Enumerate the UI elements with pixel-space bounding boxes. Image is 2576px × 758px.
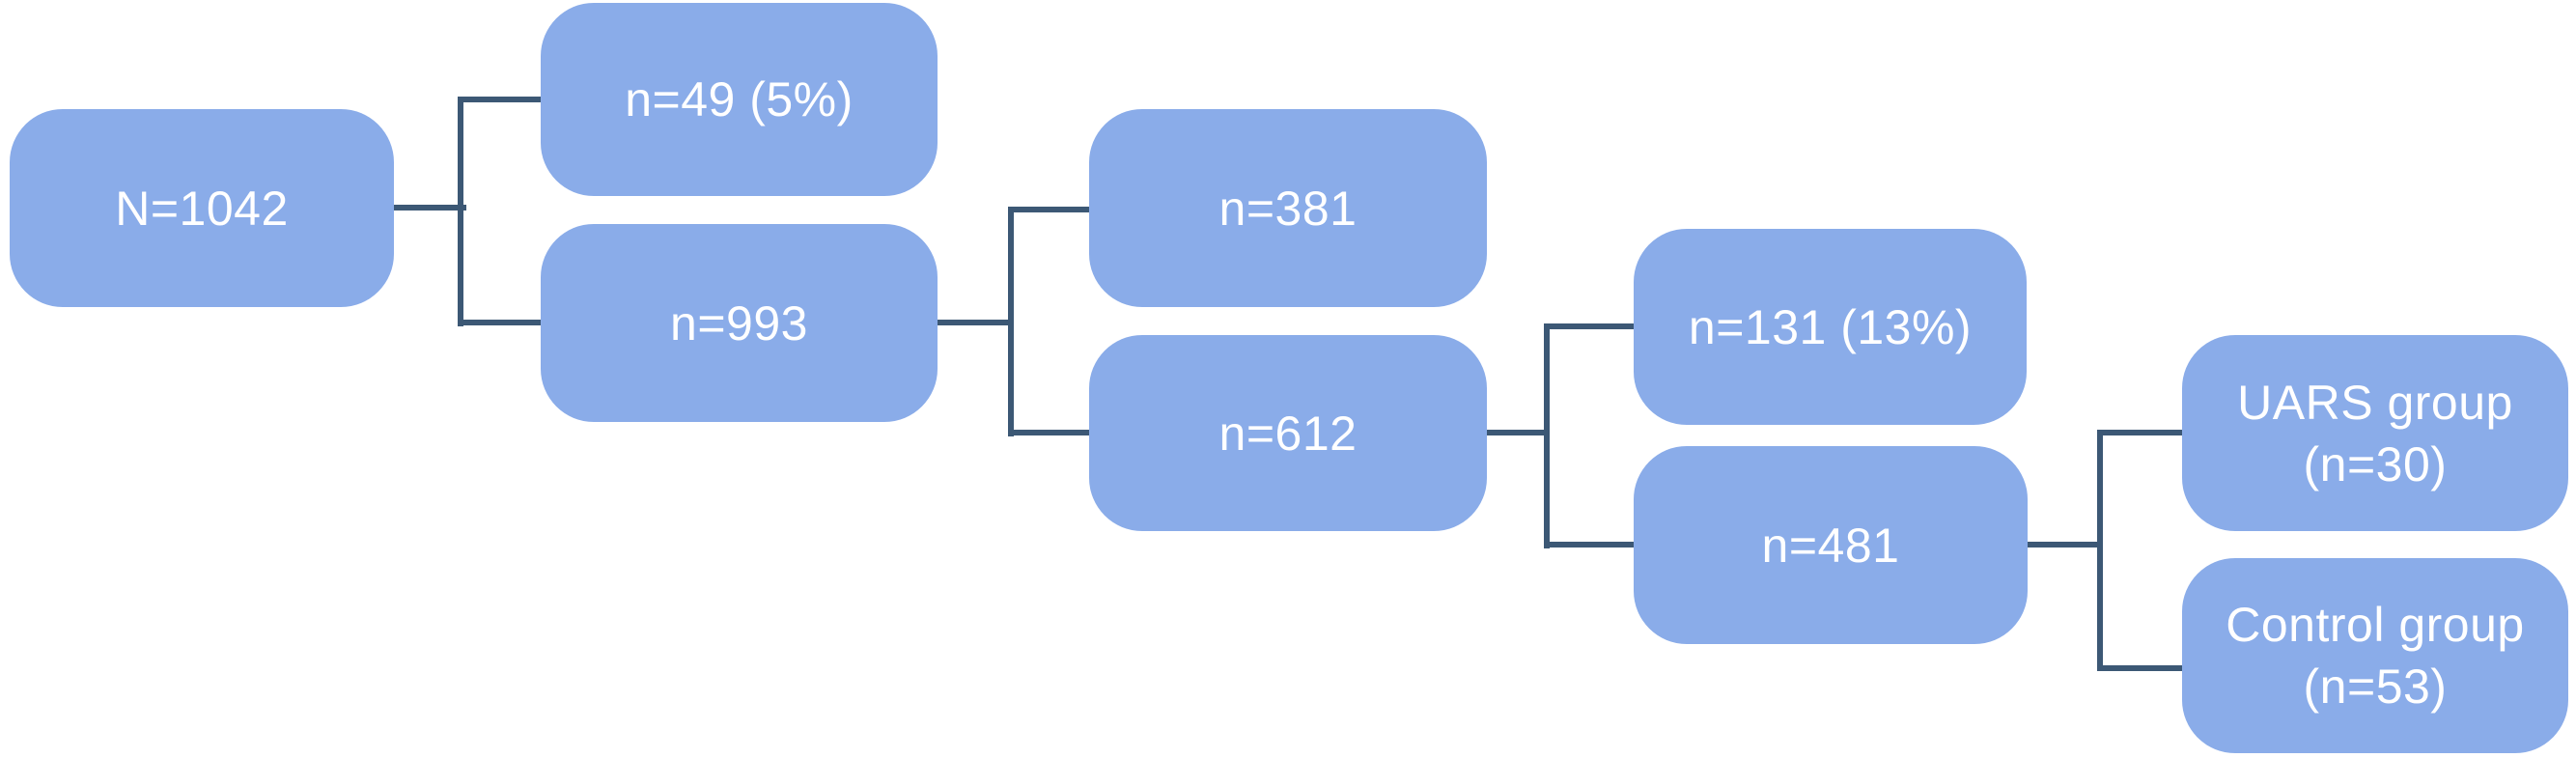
connector-segment: [1008, 207, 1014, 436]
flow-node-excluded-2: n=381: [1089, 109, 1487, 307]
node-label: n=49 (5%): [625, 72, 854, 126]
flow-node-total: N=1042: [10, 109, 394, 307]
flow-node-uars-group: UARS group (n=30): [2182, 335, 2568, 531]
connector-segment: [938, 320, 1014, 325]
node-label-line: (n=53): [2303, 660, 2448, 714]
connector-segment: [458, 97, 544, 102]
node-label: Control group (n=53): [2226, 594, 2524, 717]
node-label: n=381: [1218, 181, 1358, 236]
node-label-line: UARS group: [2237, 375, 2513, 430]
node-label: n=993: [670, 295, 808, 351]
connector-segment: [2097, 665, 2185, 671]
connector-segment: [2028, 542, 2103, 547]
node-label: n=131 (13%): [1688, 299, 1973, 354]
connector-segment: [2097, 430, 2103, 671]
flow-node-excluded-1: n=49 (5%): [541, 3, 938, 196]
node-label-line: Control group: [2226, 598, 2525, 652]
node-label: UARS group (n=30): [2237, 372, 2513, 495]
connector-segment: [1008, 430, 1092, 435]
flow-node-remaining-3: n=481: [1634, 446, 2028, 644]
connector-segment: [458, 97, 463, 326]
connector-segment: [394, 205, 466, 211]
connector-segment: [1544, 323, 1637, 329]
node-label: n=481: [1761, 518, 1900, 573]
flow-node-control-group: Control group (n=53): [2182, 558, 2568, 753]
flow-node-remaining-2: n=612: [1089, 335, 1487, 531]
connector-segment: [1008, 207, 1092, 212]
flow-node-excluded-3: n=131 (13%): [1634, 229, 2027, 425]
flow-node-remaining-1: n=993: [541, 224, 938, 422]
node-label: n=612: [1218, 406, 1358, 461]
node-label: N=1042: [115, 181, 289, 236]
connector-segment: [1487, 430, 1550, 435]
connector-segment: [1544, 323, 1550, 548]
connector-segment: [458, 320, 544, 325]
connector-segment: [2097, 430, 2185, 435]
node-label-line: (n=30): [2303, 436, 2448, 491]
connector-segment: [1544, 542, 1637, 547]
